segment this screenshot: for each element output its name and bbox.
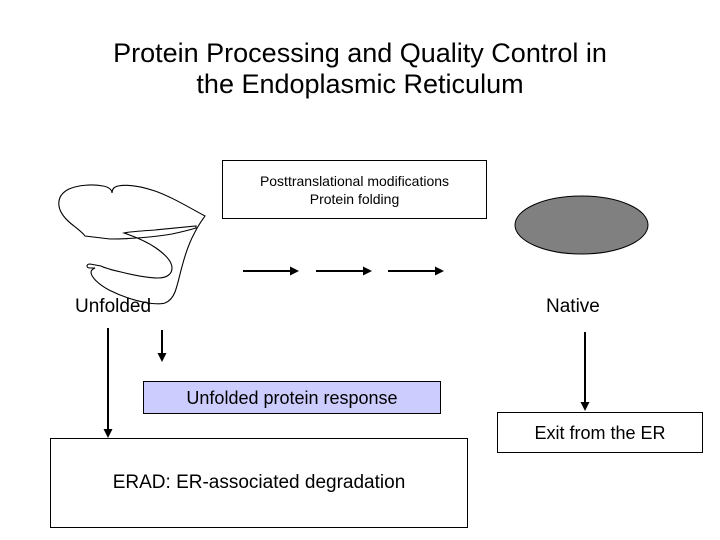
unfolded-to-upr-arrow [157, 330, 167, 362]
exit-from-er-box: Exit from the ER [497, 412, 703, 453]
squiggle-unfolded-protein-icon [58, 184, 206, 305]
folding-arrow-1 [243, 266, 299, 276]
ptm-line-1: Posttranslational modifications [259, 172, 450, 189]
unfolded-protein-response-box: Unfolded protein response [143, 381, 441, 414]
native-label: Native [546, 296, 600, 317]
unfolded-label: Unfolded [75, 296, 152, 317]
unfolded-to-erad-arrow [103, 328, 113, 438]
erad-label: ERAD: ER-associated degradation [112, 472, 406, 493]
upr-label: Unfolded protein response [186, 387, 398, 408]
title-line-1: Protein Processing and Quality Control i… [113, 38, 607, 68]
exit-label: Exit from the ER [534, 422, 666, 443]
ptm-line-2: Protein folding [309, 190, 400, 207]
posttranslational-modifications-box: Posttranslational modifications Protein … [222, 160, 487, 219]
title-line-2: the Endoplasmic Reticulum [196, 69, 524, 99]
erad-box: ERAD: ER-associated degradation [50, 438, 468, 528]
gray-ellipse-native-protein-icon [514, 195, 649, 255]
page-title: Protein Processing and Quality Control i… [30, 38, 690, 100]
folding-arrow-3 [388, 266, 444, 276]
folding-arrow-2 [316, 266, 372, 276]
native-to-exit-arrow [580, 332, 590, 411]
